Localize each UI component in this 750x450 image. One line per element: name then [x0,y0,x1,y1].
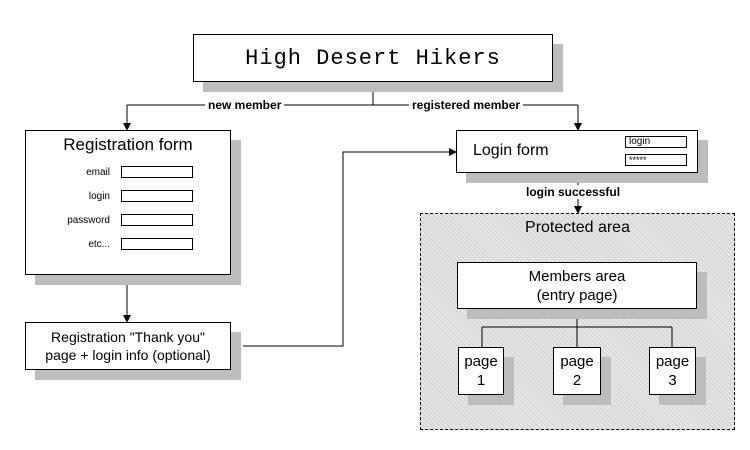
page-1-box: page 1 [458,347,504,395]
login-form-title: Login form [473,142,549,159]
email-label: email [86,167,110,178]
members-area-box: Members area (entry page) [457,262,697,309]
login-field[interactable] [121,190,193,202]
page-1-line1: page [464,353,498,370]
etc-field[interactable] [121,238,193,250]
edge-label-registered-member: registered member [409,98,524,112]
members-area-line2: (entry page) [536,286,618,304]
thank-you-line2: page + login info (optional) [45,347,211,363]
page-3-line2: 3 [668,372,677,389]
login-form-box: Login form login ***** [456,130,698,173]
page-2-line1: page [560,353,594,370]
password-field[interactable] [121,214,193,226]
page-2-line2: 2 [572,372,582,389]
email-field[interactable] [121,166,193,178]
etc-label: etc... [88,239,110,250]
site-title-box: High Desert Hikers [193,34,553,82]
page-3-line1: page [655,353,690,370]
edge-label-new-member: new member [205,98,285,112]
site-title: High Desert Hikers [245,45,501,71]
password-input[interactable]: ***** [625,154,687,166]
edge-label-login-successful: login successful [523,185,624,199]
password-label: password [67,215,110,226]
page-3-box: page 3 [649,347,696,395]
thank-you-box: Registration "Thank you" page + login in… [25,322,231,370]
thank-you-line1: Registration "Thank you" [51,329,205,345]
login-input[interactable]: login [625,136,687,148]
members-area-line1: Members area [528,267,626,285]
connector-thanks-to-login [243,148,457,347]
page-2-box: page 2 [553,347,601,395]
registration-form-title: Registration form [63,135,193,154]
registration-form-box: Registration form email login password e… [25,130,231,275]
page-1-line2: 1 [476,372,486,389]
protected-area-title: Protected area [525,219,630,236]
login-label: login [88,191,110,202]
